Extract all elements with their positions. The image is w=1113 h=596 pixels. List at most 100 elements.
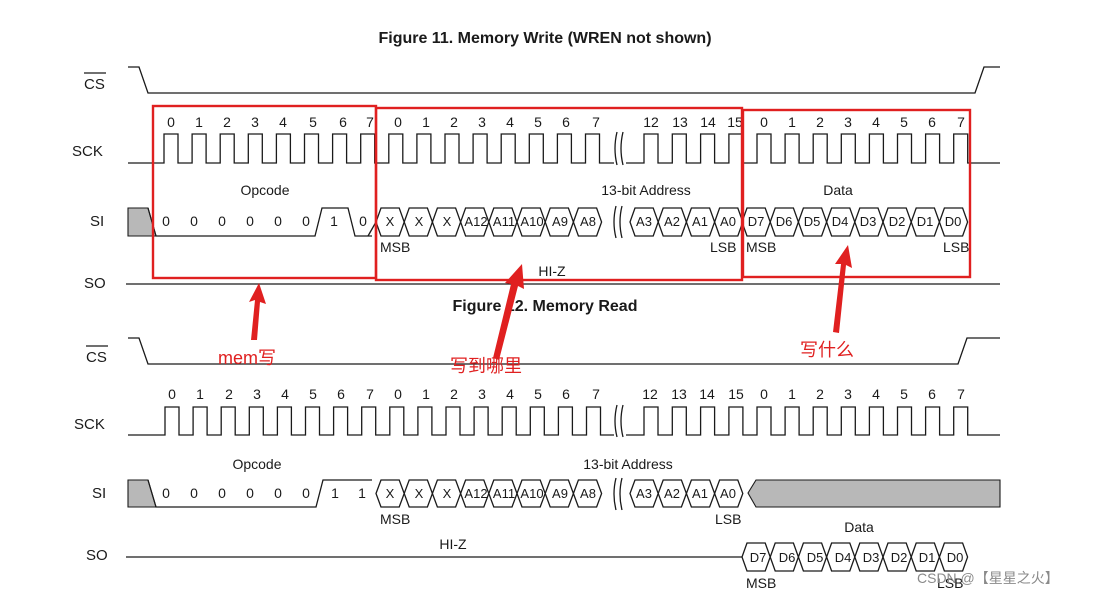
address-cell: A0 [720,214,736,229]
address-cells-fig12: X X X A12 A11 A10 A9 A8 A3 A2 A1 A0 [386,486,736,501]
data-cell: D5 [807,550,824,565]
data-cell: D6 [779,550,796,565]
lsb-label-fig11-address: LSB [710,239,736,255]
sck-number: 7 [592,114,600,130]
sck-number: 3 [844,114,852,130]
sck-number: 15 [728,386,744,402]
address-cell: A12 [464,214,487,229]
opcode-bit: 0 [162,485,170,501]
msb-label-fig11-address: MSB [380,239,410,255]
watermark: CSDN @【星星之火】 [917,570,1059,586]
address-cells-fig11: X X X A12 A11 A10 A9 A8 A3 A2 A1 A0 [386,214,736,229]
address-cell: A3 [636,486,652,501]
address-cell: A10 [520,214,543,229]
sck-number: 4 [506,114,514,130]
msb-label-fig11-data: MSB [746,239,776,255]
data-cell: D7 [748,214,765,229]
address-cell: A3 [636,214,652,229]
sck-number: 2 [816,114,824,130]
annotations: mem写 写到哪里 写什么 [151,104,972,376]
opcode-bit: 0 [162,213,170,229]
so-label-fig12: SO [86,547,108,564]
address-cell: X [386,486,395,501]
data-cells-fig11: D7 D6 D5 D4 D3 D2 D1 D0 [748,214,962,229]
lsb-label-fig12-address: LSB [715,511,741,527]
sck-label-fig12: SCK [74,416,105,433]
sck-number: 6 [928,386,936,402]
sck-number: 4 [279,114,287,130]
si-bus-cell [572,207,603,237]
data-cell: D2 [889,214,906,229]
sck-number: 2 [816,386,824,402]
sck-number: 1 [788,386,796,402]
sck-number: 4 [872,386,880,402]
opcode-bit: 0 [218,213,226,229]
opcode-bit: 0 [359,213,367,229]
sck-number: 3 [478,386,486,402]
opcode-bits-fig12: 0 0 0 0 0 0 1 1 [162,485,366,501]
sck-number: 0 [394,386,402,402]
address-cell: X [443,486,452,501]
cs-label-fig11: CS [84,76,105,93]
opcode-bit: 0 [274,213,282,229]
hiz-label-fig11: HI-Z [538,263,566,279]
address-cell: X [415,214,424,229]
time-break-mark [614,131,618,166]
address-cell: A10 [520,486,543,501]
msb-label-fig12-address: MSB [380,511,410,527]
sck-number: 14 [699,386,715,402]
time-break [614,130,626,167]
sck-number: 12 [643,114,659,130]
sck-number: 7 [957,386,965,402]
sck-numbers-fig11: 0 1 2 3 4 5 6 7 0 1 2 3 4 5 6 7 12 13 14… [167,114,965,130]
opcode-bit: 0 [190,213,198,229]
opcode-bit: 0 [302,485,310,501]
sck-number: 5 [309,114,317,130]
address-label-fig12: 13-bit Address [583,456,673,472]
address-label-fig11: 13-bit Address [601,182,691,198]
opcode-bits-fig11: 0 0 0 0 0 0 1 0 [162,213,367,229]
address-cell: X [386,214,395,229]
data-cell: D0 [947,550,964,565]
data-cell: D3 [860,214,877,229]
lsb-label-fig11-data: LSB [943,239,969,255]
sck-number: 5 [309,386,317,402]
address-cell: A2 [664,486,680,501]
so-bus-cell [938,542,969,572]
time-break-mark [620,131,624,166]
address-cell: X [415,486,424,501]
opcode-bit: 0 [246,485,254,501]
si-label-fig11: SI [90,213,104,230]
data-cell: D2 [891,550,908,565]
si-waveform-fig11 [127,204,969,240]
data-cell: D1 [919,550,936,565]
opcode-bit: 0 [274,485,282,501]
si-bus-cell [713,479,744,508]
hiz-label-fig12: HI-Z [439,536,467,552]
opcode-bit: 0 [190,485,198,501]
address-cell: A11 [493,214,515,229]
sck-number: 7 [592,386,600,402]
data-cell: D5 [804,214,821,229]
opcode-label-fig11: Opcode [240,182,289,198]
data-cell: D6 [776,214,793,229]
address-cell: X [443,214,452,229]
cs-waveform-fig11 [128,66,1000,94]
si-label-fig12: SI [92,485,106,502]
sck-number: 1 [195,114,203,130]
si-bus-cell [938,207,969,237]
sck-number: 7 [366,386,374,402]
address-cell: A11 [493,486,515,501]
figure-11-title: Figure 11. Memory Write (WREN not shown) [378,30,711,47]
sck-number: 6 [928,114,936,130]
data-cell: D1 [917,214,934,229]
data-cell: D4 [832,214,849,229]
sck-number: 5 [900,114,908,130]
data-cells-fig12: D7 D6 D5 D4 D3 D2 D1 D0 [750,550,964,565]
sck-number: 13 [672,114,688,130]
sck-number: 0 [394,114,402,130]
sck-numbers-fig12: 0 1 2 3 4 5 6 7 0 1 2 3 4 5 6 7 12 13 14… [168,386,965,402]
time-break-mark [614,404,618,438]
sck-number: 2 [223,114,231,130]
